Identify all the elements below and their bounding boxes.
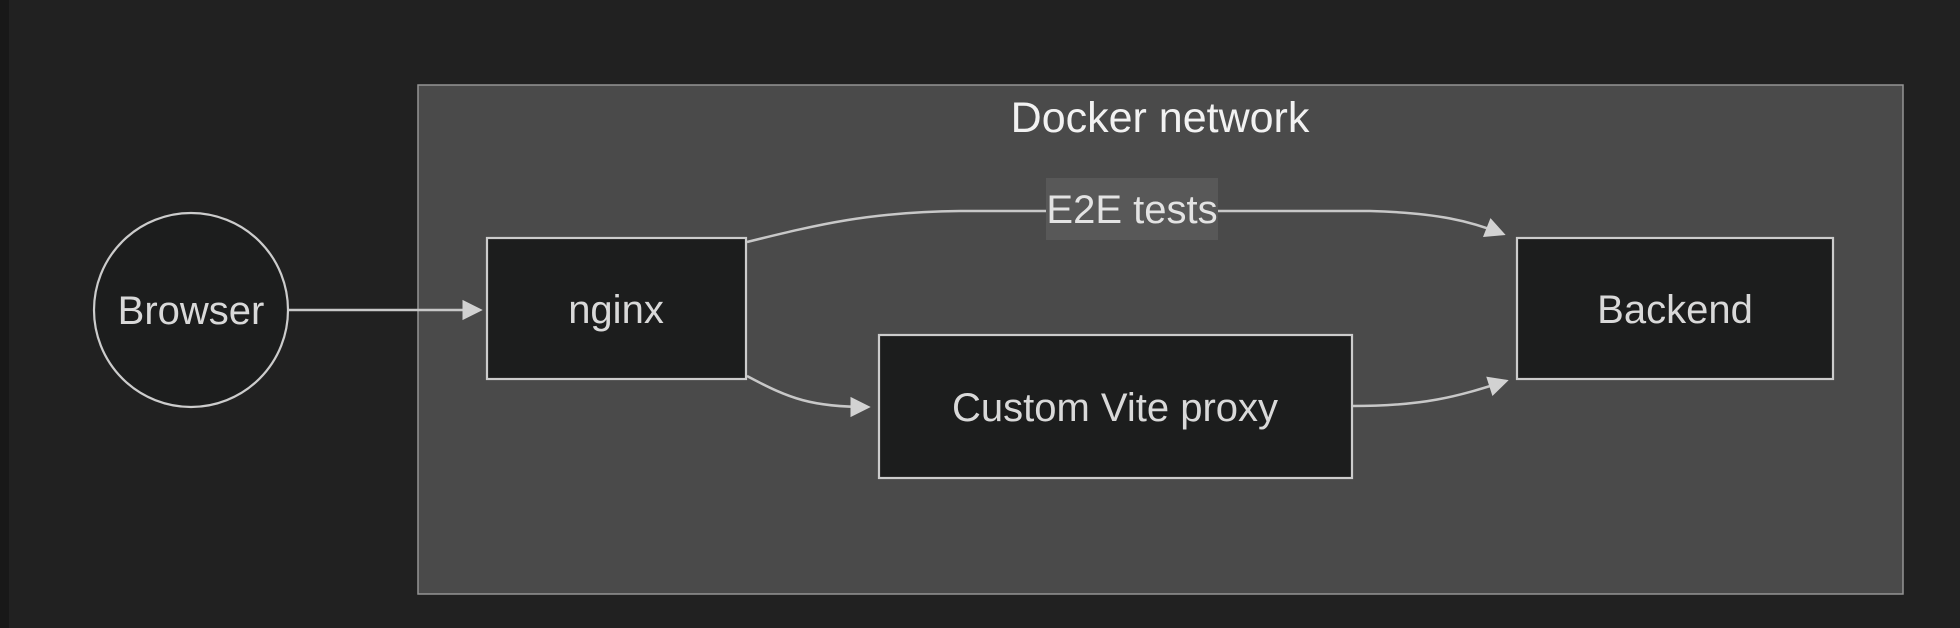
edge-nginx-to-vite-proxy — [746, 374, 868, 407]
browser-node-shape — [92, 211, 290, 409]
vite-proxy-node-label: Custom Vite proxy — [952, 386, 1278, 430]
nginx-node-shape — [485, 236, 748, 381]
left-edge-strip — [0, 0, 9, 628]
vite-proxy-node-shape — [877, 333, 1354, 480]
edge-vite-proxy-to-backend — [1351, 381, 1506, 408]
docker-network-title: Docker network — [1011, 94, 1310, 142]
edge-nginx-to-backend — [746, 209, 1503, 244]
edge-label-e2e-tests: E2E tests — [1046, 178, 1218, 240]
nginx-node-label: nginx — [568, 288, 664, 332]
edge-label-background — [1046, 178, 1218, 240]
browser-node-label: Browser — [118, 289, 265, 333]
backend-node-label: Backend — [1597, 288, 1753, 332]
backend-node: Backend — [1515, 236, 1835, 381]
nginx-node: nginx — [485, 236, 748, 381]
browser-node: Browser — [92, 211, 290, 409]
vite-proxy-node: Custom Vite proxy — [877, 333, 1354, 480]
edge-label-text: E2E tests — [1046, 188, 1217, 232]
backend-node-shape — [1515, 236, 1835, 381]
